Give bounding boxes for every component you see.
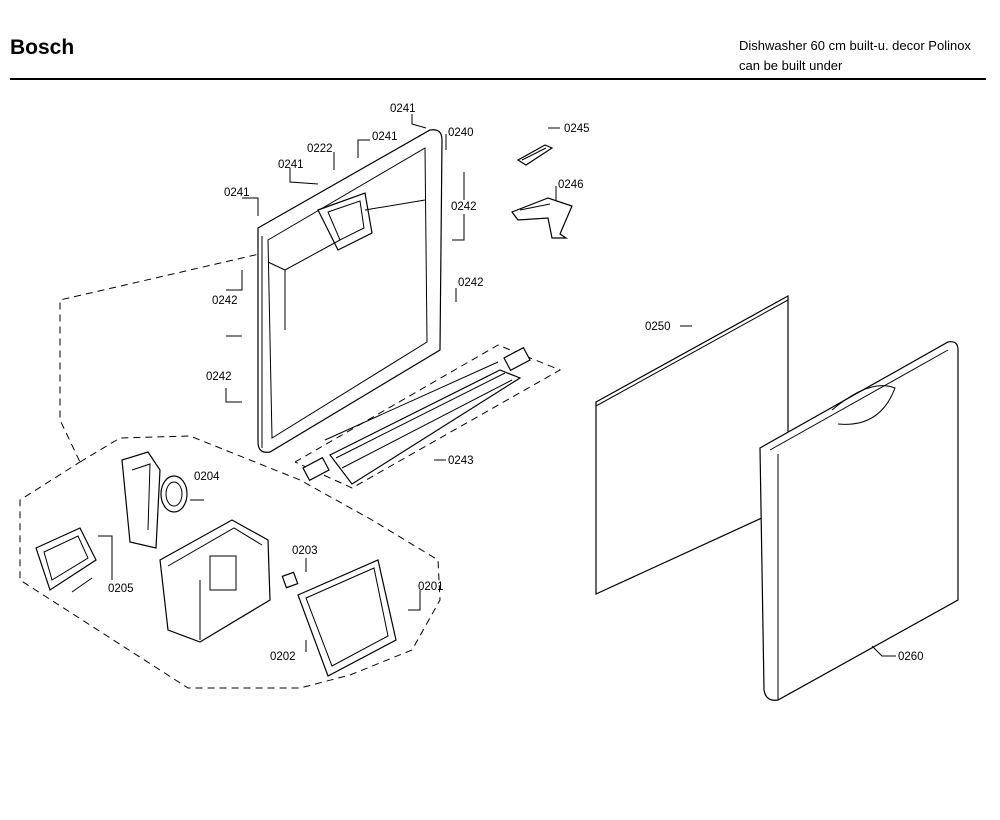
callout-0201: 0201: [418, 581, 444, 593]
inner-door-group-outline: [59, 251, 269, 463]
control-bracket-part: [121, 451, 161, 549]
callout-0241-c: 0241: [224, 187, 250, 199]
seal-ring-0204: [160, 475, 188, 513]
hinge-part-0245: [516, 144, 554, 166]
callout-0245: 0245: [564, 123, 590, 135]
callout-0240: 0240: [448, 127, 474, 139]
inner-door-panel: [257, 129, 443, 453]
leader-lines: [98, 114, 896, 657]
header-divider: [10, 78, 986, 80]
callout-0242-left-2: 0242: [206, 371, 232, 383]
frame-part-0202: [297, 559, 397, 677]
callout-0205: 0205: [108, 583, 134, 595]
electronic-board-0205: [35, 527, 97, 593]
model-description: Dishwasher 60 cm built-u. decor Polinox …: [739, 36, 971, 76]
brand-title: Bosch: [10, 36, 75, 59]
callout-0242-right-2: 0242: [458, 277, 484, 289]
control-module-housing: [159, 519, 271, 643]
door-panel-0250: [595, 294, 789, 595]
control-panel-group-outline: [19, 435, 441, 689]
knob-part-0203: [281, 571, 299, 589]
outer-door-0260: [759, 341, 959, 701]
callout-0222: 0222: [307, 143, 333, 155]
callout-0242-right-1: 0242: [451, 201, 477, 213]
callout-0241-top: 0241: [390, 103, 416, 115]
callout-0241-a: 0241: [372, 131, 398, 143]
callout-0250: 0250: [645, 321, 671, 333]
callout-0204: 0204: [194, 471, 220, 483]
trim-strip-0243: [302, 346, 531, 485]
callout-0260: 0260: [898, 651, 924, 663]
callout-0241-b: 0241: [278, 159, 304, 171]
hinge-part-0246: [511, 197, 573, 239]
description-line-1: Dishwasher 60 cm built-u. decor Polinox: [739, 38, 971, 53]
callout-0202: 0202: [270, 651, 296, 663]
detergent-dispenser-opening: [317, 192, 373, 251]
trim-strip-group-outline: [294, 344, 562, 489]
callout-0243: 0243: [448, 455, 474, 467]
callout-0203: 0203: [292, 545, 318, 557]
description-line-2: can be built under: [739, 58, 843, 73]
callout-0246: 0246: [558, 179, 584, 191]
callout-0242-left-1: 0242: [212, 295, 238, 307]
